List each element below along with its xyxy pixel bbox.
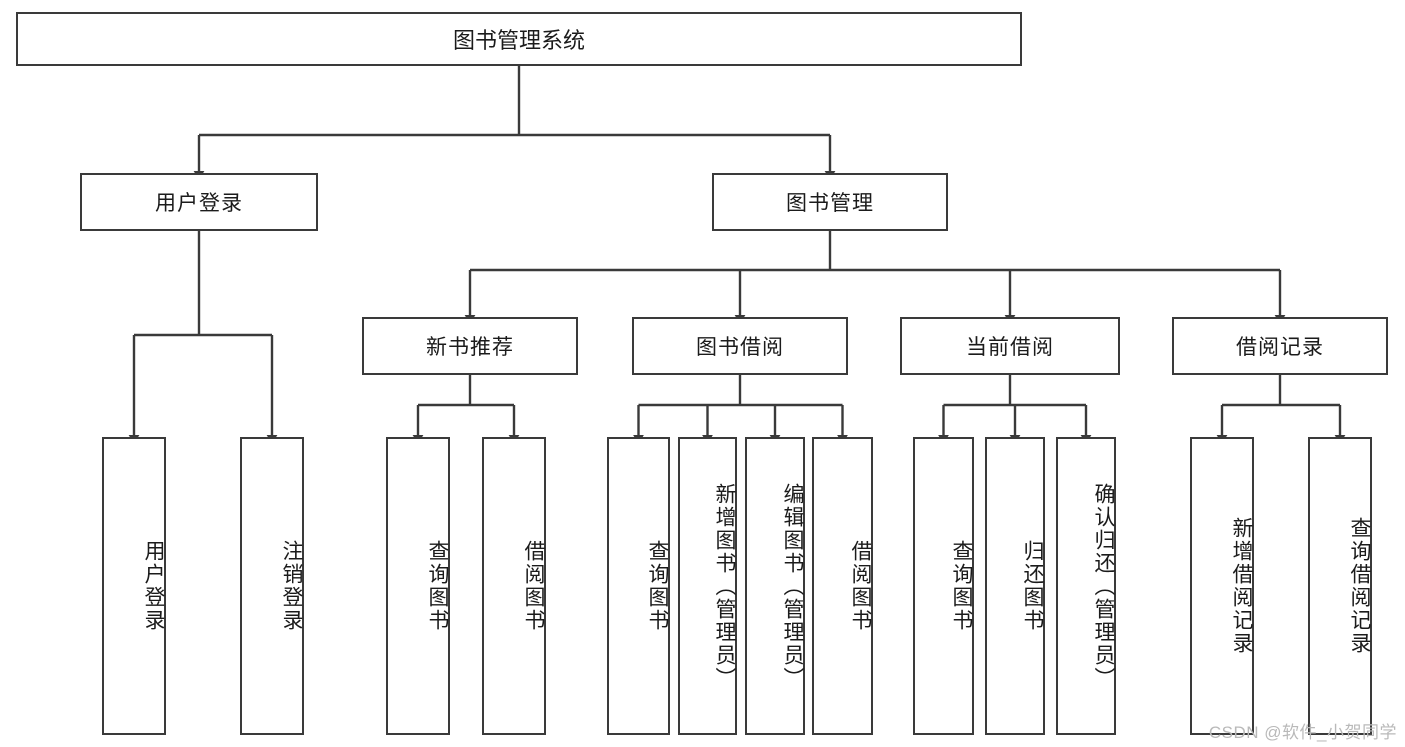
node-label: 注销登录 [280, 540, 303, 632]
node-leaf-user-login[interactable]: 用户登录 [102, 437, 166, 735]
node-label: 图书借阅 [696, 336, 784, 359]
node-label: 查询图书 [950, 540, 973, 632]
node-leaf-edit-book[interactable]: 编辑图书（管理员） [745, 437, 805, 735]
node-label: 新书推荐 [426, 336, 514, 359]
node-leaf-borrow-book-2[interactable]: 借阅图书 [812, 437, 873, 735]
watermark-label: CSDN @软件_小贺同学 [1208, 723, 1397, 742]
node-leaf-query-book-2[interactable]: 查询图书 [607, 437, 670, 735]
node-label: 查询图书 [646, 540, 669, 632]
tree-connectors [128, 66, 1346, 444]
node-book-borrow[interactable]: 图书借阅 [632, 317, 848, 375]
node-label: 确认归还（管理员） [1092, 482, 1115, 690]
node-label: 用户登录 [155, 192, 243, 215]
node-label: 查询图书 [426, 540, 449, 632]
node-leaf-query-book-3[interactable]: 查询图书 [913, 437, 974, 735]
node-label: 编辑图书（管理员） [781, 482, 804, 690]
node-leaf-query-record[interactable]: 查询借阅记录 [1308, 437, 1372, 735]
node-label: 当前借阅 [966, 336, 1054, 359]
node-user-login[interactable]: 用户登录 [80, 173, 318, 231]
node-label: 新增借阅记录 [1230, 517, 1253, 655]
node-label: 借阅图书 [522, 540, 545, 632]
node-label: 图书管理 [786, 192, 874, 215]
node-leaf-borrow-book-1[interactable]: 借阅图书 [482, 437, 546, 735]
node-label: 借阅图书 [849, 540, 872, 632]
node-new-book-rec[interactable]: 新书推荐 [362, 317, 578, 375]
node-book-manage[interactable]: 图书管理 [712, 173, 948, 231]
node-label: 借阅记录 [1236, 336, 1324, 359]
node-leaf-return-book[interactable]: 归还图书 [985, 437, 1045, 735]
node-leaf-add-record[interactable]: 新增借阅记录 [1190, 437, 1254, 735]
node-leaf-logout[interactable]: 注销登录 [240, 437, 304, 735]
node-leaf-query-book-1[interactable]: 查询图书 [386, 437, 450, 735]
node-current-borrow[interactable]: 当前借阅 [900, 317, 1120, 375]
node-label: 查询借阅记录 [1348, 517, 1371, 655]
node-label: 新增图书（管理员） [713, 482, 736, 690]
node-label: 归还图书 [1021, 540, 1044, 632]
node-leaf-confirm-return[interactable]: 确认归还（管理员） [1056, 437, 1116, 735]
node-label: 图书管理系统 [452, 28, 585, 53]
node-root[interactable]: 图书管理系统 [16, 12, 1022, 66]
node-leaf-add-book[interactable]: 新增图书（管理员） [678, 437, 737, 735]
node-label: 用户登录 [142, 540, 165, 632]
node-borrow-record[interactable]: 借阅记录 [1172, 317, 1388, 375]
